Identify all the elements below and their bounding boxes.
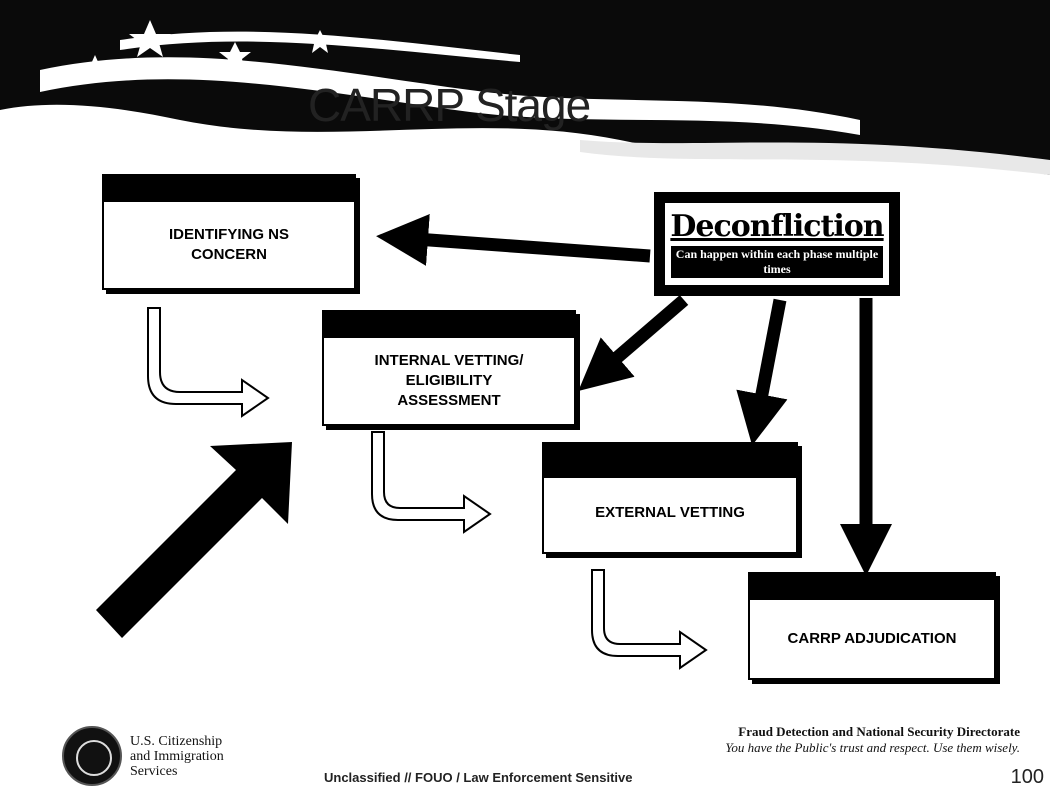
deconfliction-subtitle: Can happen within each phase multiple ti… [671, 246, 883, 278]
page-number: 100 [1010, 766, 1044, 788]
entry-arrow [96, 442, 292, 638]
deconfliction-box: Deconfliction Can happen within each pha… [654, 192, 900, 296]
phase-header [104, 176, 354, 202]
deconfliction-arrow-to-phase-2 [578, 295, 689, 391]
phase-box-identifying: IDENTIFYING NS CONCERN [102, 174, 356, 290]
phase-label: IDENTIFYING NS CONCERN [168, 226, 289, 263]
directorate-block: Fraud Detection and National Security Di… [725, 724, 1020, 756]
deconfliction-arrow-to-phase-1 [376, 213, 651, 266]
bent-arrow-phase-2-to-3 [371, 431, 492, 534]
phase-header [750, 574, 994, 600]
agency-name: U.S. Citizenship and Immigration Service… [130, 733, 224, 779]
classification-marking: Unclassified // FOUO / Law Enforcement S… [324, 770, 633, 785]
flag-banner-image [0, 0, 1050, 190]
phase-label: EXTERNAL VETTING [595, 504, 745, 521]
phase-box-external-vetting: EXTERNAL VETTING [542, 442, 798, 554]
phase-label: INTERNAL VETTING/ ELIGIBILITY ASSESSMENT [374, 352, 524, 409]
phase-header [324, 312, 574, 338]
dhs-seal-icon [62, 726, 122, 786]
phase-label: CARRP ADJUDICATION [787, 630, 957, 647]
bent-arrow-phase-3-to-4 [591, 569, 708, 670]
phase-box-adjudication: CARRP ADJUDICATION [748, 572, 996, 680]
phase-box-internal-vetting: INTERNAL VETTING/ ELIGIBILITY ASSESSMENT [322, 310, 576, 426]
slide-title: CARRP Stage [308, 79, 591, 131]
bent-arrow-phase-1-to-2 [147, 307, 270, 418]
deconfliction-title: Deconfliction [670, 209, 884, 244]
phase-header [544, 444, 796, 478]
deconfliction-arrow-to-phase-3 [736, 298, 788, 446]
agency-logo-block: U.S. Citizenship and Immigration Service… [62, 726, 224, 786]
motto: You have the Public's trust and respect.… [725, 740, 1020, 755]
directorate-name: Fraud Detection and National Security Di… [738, 724, 1020, 739]
